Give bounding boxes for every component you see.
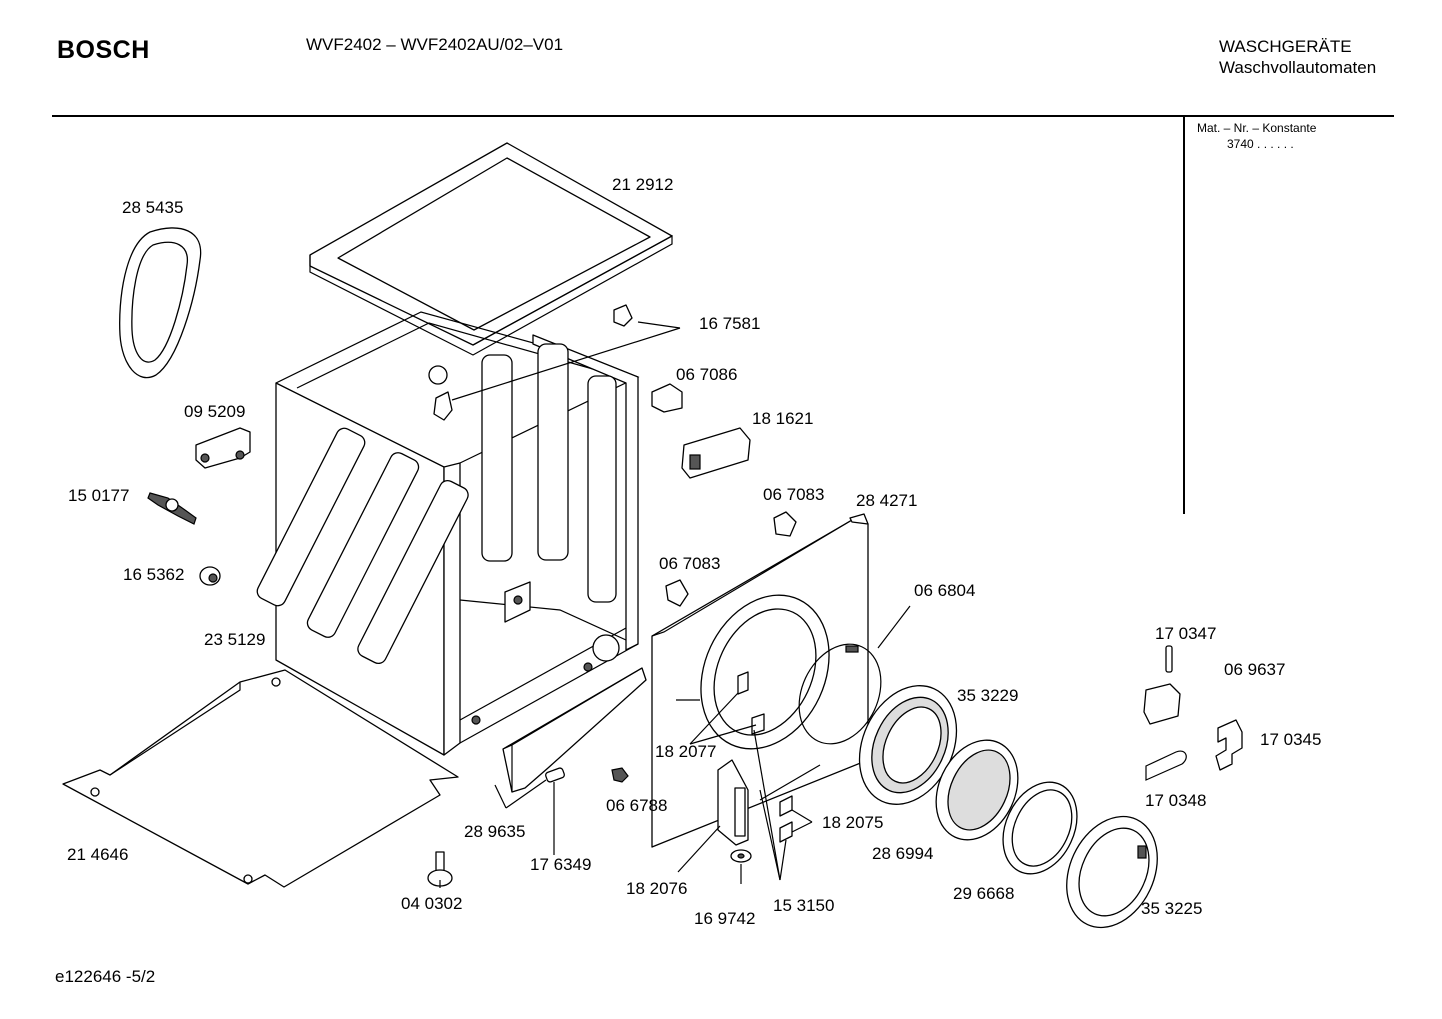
part-label: 28 4271 <box>856 491 917 510</box>
kick-panel <box>502 667 647 793</box>
part-label: 06 6788 <box>606 796 667 815</box>
material-box-divider <box>1183 116 1185 514</box>
part-label: 17 0347 <box>1155 624 1216 643</box>
part-label: 35 3229 <box>957 686 1018 705</box>
part-label: 06 9637 <box>1224 660 1285 679</box>
hinge-182076 <box>717 759 749 846</box>
brand-logo: BOSCH <box>57 36 150 64</box>
door-glass-296668 <box>1002 781 1078 875</box>
hinge-plates-182075 <box>779 795 793 843</box>
material-value: 3740 . . . . . . <box>1227 137 1294 151</box>
part-label: 28 6994 <box>872 844 933 863</box>
part-label: 17 0345 <box>1260 730 1321 749</box>
washer-169742 <box>730 849 752 863</box>
door-nut-182077 <box>737 671 765 735</box>
screw-066788 <box>611 767 629 783</box>
part-label: 06 7086 <box>676 365 737 384</box>
top-cover <box>309 142 673 356</box>
front-panel <box>651 513 869 848</box>
spring-176349 <box>545 767 565 783</box>
valve-150177 <box>147 492 197 525</box>
leader-lines <box>439 321 911 888</box>
part-label: 06 7083 <box>659 554 720 573</box>
clamp-ring-066804 <box>798 643 882 745</box>
bracket-170345 <box>1215 719 1243 771</box>
clip-167581 <box>433 304 633 421</box>
part-label: 16 9742 <box>694 909 755 928</box>
clip-067083-lower <box>665 579 689 607</box>
material-label: Mat. – Nr. – Konstante <box>1197 121 1317 135</box>
model-number: WVF2402 – WVF2402AU/02–V01 <box>306 35 564 54</box>
part-label: 06 6804 <box>914 581 975 600</box>
cabinet-frame <box>256 311 640 756</box>
part-labels: 21 2912 28 5435 16 7581 06 7086 18 1621 … <box>67 175 1321 928</box>
door-frame-286994 <box>935 739 1019 841</box>
header-divider <box>52 115 1394 117</box>
part-label: 09 5209 <box>184 402 245 421</box>
foot-cap-165362 <box>199 566 221 586</box>
part-label: 17 0348 <box>1145 791 1206 810</box>
lock-067086 <box>651 383 683 413</box>
part-label: 16 7581 <box>699 314 760 333</box>
part-label: 17 6349 <box>530 855 591 874</box>
part-label: 06 7083 <box>763 485 824 504</box>
part-label: 28 9635 <box>464 822 525 841</box>
part-label: 15 3150 <box>773 896 834 915</box>
category-title: WASCHGERÄTE <box>1219 37 1352 56</box>
part-label: 18 2075 <box>822 813 883 832</box>
pin-170347 <box>1165 645 1173 673</box>
part-label: 04 0302 <box>401 894 462 913</box>
hook-170348 <box>1145 750 1187 781</box>
clip-067083-upper <box>773 511 797 537</box>
part-label: 28 5435 <box>122 198 183 217</box>
drive-belt <box>119 227 202 379</box>
part-label: 16 5362 <box>123 565 184 584</box>
part-label: 18 2076 <box>626 879 687 898</box>
part-label: 18 2077 <box>655 742 716 761</box>
part-label: 21 4646 <box>67 845 128 864</box>
part-label: 18 1621 <box>752 409 813 428</box>
drawing-code: e122646 -5/2 <box>55 967 156 986</box>
door-lock-181621 <box>681 427 751 479</box>
handle-069637 <box>1143 683 1181 725</box>
part-label: 35 3225 <box>1141 899 1202 918</box>
door-ring-353225 <box>1066 815 1158 929</box>
bracket-095209 <box>195 427 251 469</box>
part-label: 29 6668 <box>953 884 1014 903</box>
part-label: 15 0177 <box>68 486 129 505</box>
part-label: 23 5129 <box>204 630 265 649</box>
category-subtitle: Waschvollautomaten <box>1219 58 1377 77</box>
door-seal-353229 <box>858 685 958 805</box>
part-label: 21 2912 <box>612 175 673 194</box>
base-plate <box>62 669 459 888</box>
